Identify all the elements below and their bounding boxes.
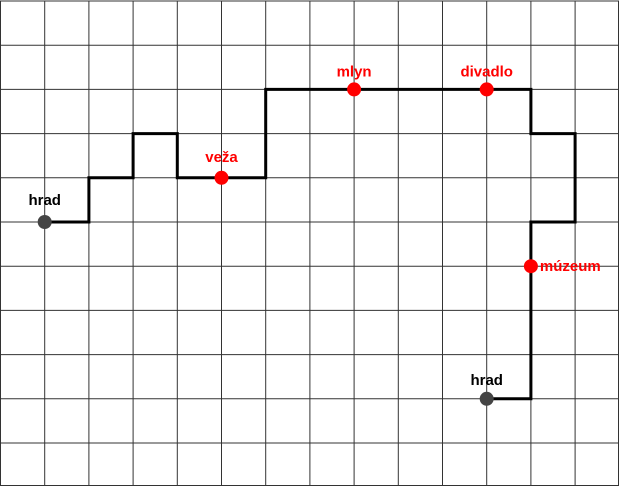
route-points: hrad veža mlyn divadlo múzeum hrad — [28, 63, 601, 406]
landmark-label-veza: veža — [205, 149, 238, 166]
castle-label-start: hrad — [28, 192, 61, 209]
landmark-marker-veza — [214, 170, 229, 185]
landmark-label-divadlo: divadlo — [460, 63, 513, 80]
castle-marker-start — [37, 215, 52, 229]
route-path — [44, 87, 577, 401]
landmark-label-muzeum: múzeum — [540, 258, 601, 275]
landmark-marker-muzeum — [523, 259, 538, 274]
landmark-label-mlyn: mlyn — [337, 63, 372, 80]
castle-marker-end — [479, 391, 494, 406]
landmark-marker-mlyn — [347, 82, 362, 97]
castle-label-end: hrad — [470, 372, 503, 389]
landmark-marker-divadlo — [479, 82, 494, 97]
